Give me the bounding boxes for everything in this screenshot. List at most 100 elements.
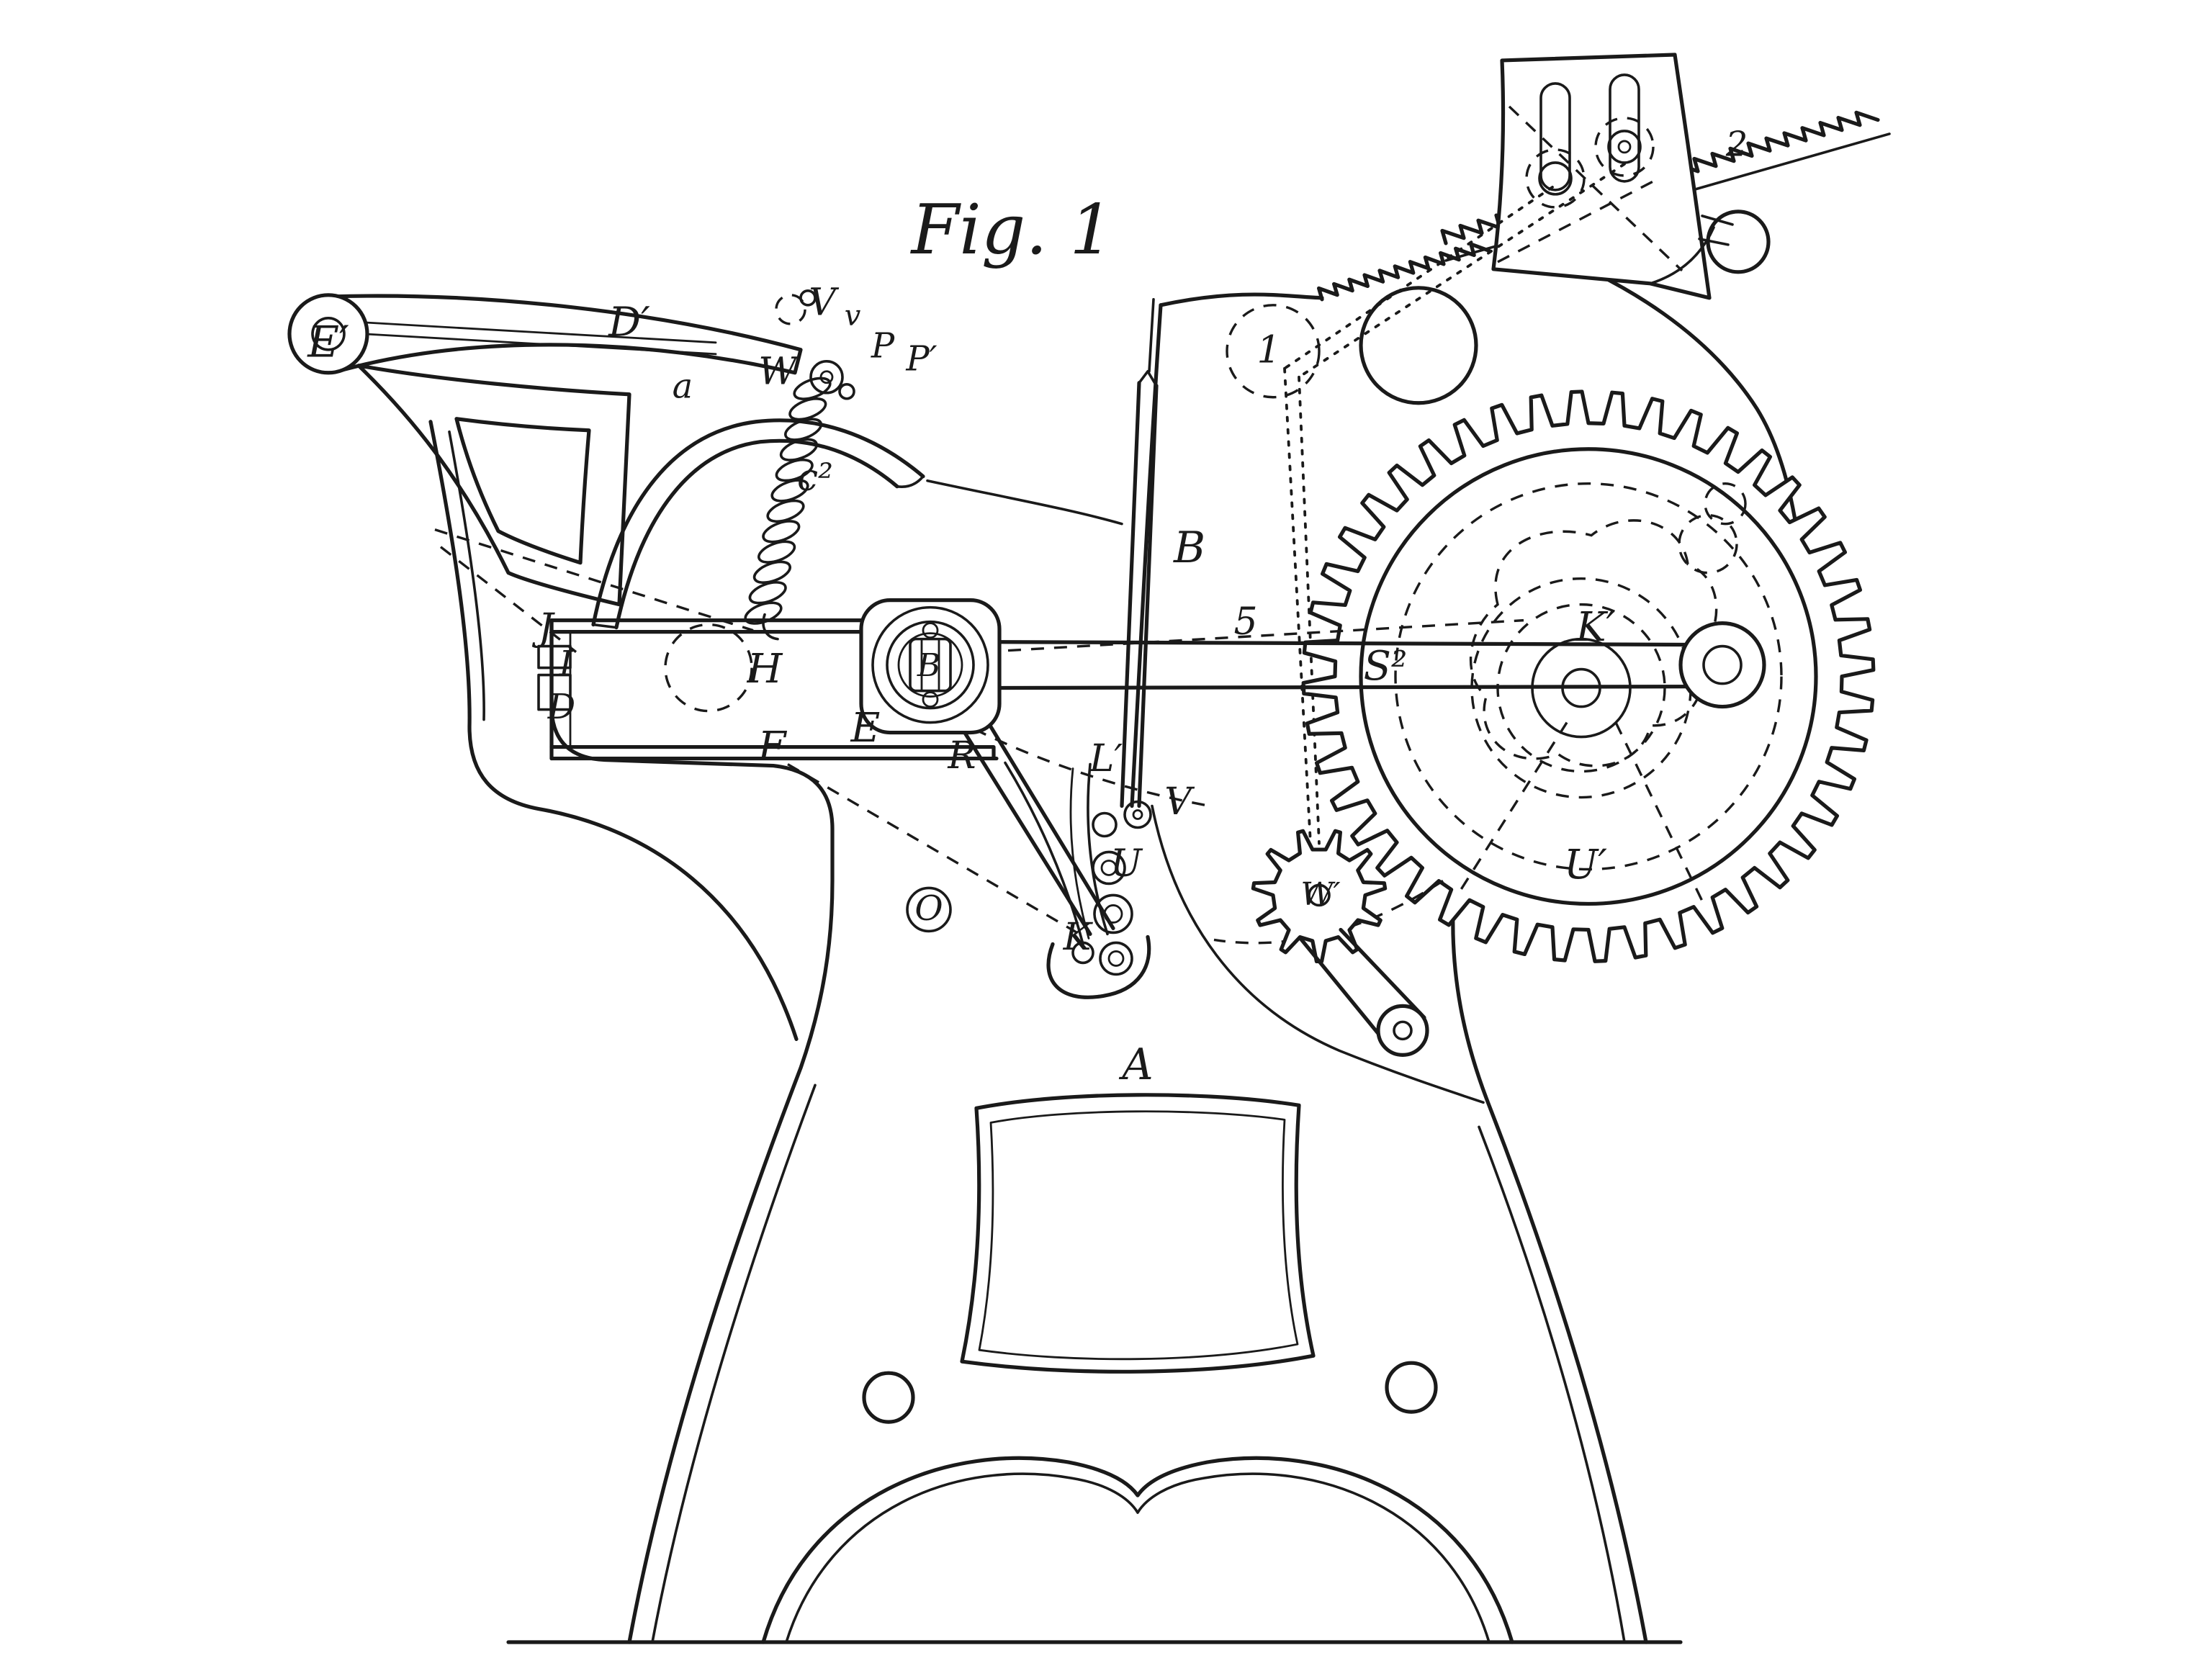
lever-arm	[859, 598, 1766, 735]
triangle-frame-cutout	[454, 417, 591, 565]
plate-dashed-2	[1497, 180, 1654, 263]
pulley-1-dashed	[1226, 304, 1321, 399]
center-cutout-inner	[978, 1110, 1299, 1361]
cord-2	[1298, 163, 1626, 379]
slot-circle-right-dashed	[1594, 117, 1655, 177]
link-pin-3-inner	[1103, 904, 1123, 924]
arch-outer	[591, 418, 925, 627]
arch-tip	[592, 474, 925, 629]
label-e-prime: E′	[307, 317, 349, 367]
hub-circle-2	[886, 620, 975, 710]
link-bottom-hook	[1046, 934, 1151, 999]
frame-edge-mid	[1004, 761, 1084, 946]
dashed-4	[1007, 618, 1524, 652]
triangle-frame-outer	[356, 364, 631, 607]
link-pin-1	[1092, 811, 1118, 838]
spring-coil	[784, 418, 823, 441]
plate-b-left	[1120, 381, 1141, 808]
link-pin-2	[1092, 850, 1126, 886]
pin-w-outer	[809, 359, 844, 395]
stand-hole-left	[862, 1371, 915, 1424]
cam-k-prime	[1469, 519, 1718, 767]
plate-b-tip	[1138, 298, 1158, 387]
right-leg-outer	[1449, 803, 1648, 1644]
cord-1	[1283, 185, 1554, 370]
pin-v-small	[799, 289, 817, 307]
gear-rim	[1359, 447, 1818, 906]
label-w: W	[758, 350, 799, 393]
slot-circle-left	[1538, 161, 1573, 196]
label-o: O	[914, 888, 943, 929]
label-num-2: 2	[1725, 124, 1748, 164]
center-cutout-outer	[960, 1093, 1316, 1374]
spring-hook	[762, 613, 779, 641]
bed-bracket-i	[537, 644, 572, 670]
left-leg-outer	[549, 618, 835, 1644]
link-mechanism	[960, 717, 1152, 999]
machine-stand	[428, 420, 1648, 1644]
label-b-plate: B	[1173, 523, 1205, 573]
label-a-frame: A	[1118, 1040, 1153, 1090]
label-u: U	[1110, 842, 1143, 886]
link-curve-l2	[1069, 767, 1090, 940]
construction-dashed	[434, 528, 1704, 945]
dashed-5	[1213, 880, 1444, 945]
arm-rails	[361, 321, 717, 356]
slot-circle-right-center	[1617, 140, 1632, 154]
crank-pin-inner	[1702, 644, 1743, 685]
lever-bottom-edge	[983, 684, 1713, 690]
slot-circle-right	[1607, 130, 1642, 164]
plate-slot-left	[1539, 82, 1571, 192]
label-d: D	[547, 687, 575, 727]
sprocket-link-bars	[1298, 927, 1426, 1042]
label-c-2: c²	[797, 456, 833, 500]
link-pin-4	[1099, 941, 1133, 976]
label-f: F	[757, 724, 788, 770]
spring-coil	[779, 438, 818, 461]
cord-3	[1283, 366, 1312, 845]
body-left-edge	[1130, 303, 1163, 808]
link-pin-3	[1093, 893, 1133, 934]
sprocket-teeth	[1251, 829, 1388, 964]
spring-coil	[744, 601, 783, 625]
spring-coil	[788, 397, 827, 421]
label-w-prime: W′	[1300, 876, 1340, 913]
bed-bracket-d	[537, 673, 572, 711]
lever-top-edge	[983, 640, 1713, 647]
label-i: I	[559, 644, 574, 684]
label-d-prime: D′	[608, 299, 650, 346]
spring-coil	[757, 540, 796, 564]
arm-outline	[332, 294, 803, 375]
pivot-e-outer	[287, 293, 369, 375]
label-e: E	[850, 705, 881, 752]
frame-edge-right	[1151, 804, 1485, 1104]
link-rod	[960, 717, 1115, 937]
roller-circle	[1359, 286, 1478, 405]
label-u-prime: U′	[1564, 842, 1607, 888]
bed-table	[537, 618, 999, 761]
sprocket-assembly	[1251, 829, 1429, 1057]
hub-bolt-lines	[920, 638, 940, 692]
large-gear	[1301, 389, 1876, 963]
right-leg-inner	[1478, 1125, 1626, 1644]
spring-group	[744, 377, 832, 625]
cord-4	[1298, 375, 1321, 845]
dashed-1	[434, 528, 754, 632]
stand-hole-right	[1385, 1361, 1438, 1414]
arch-inner	[614, 438, 899, 630]
link-pin-v	[1123, 800, 1152, 829]
spring-coil	[748, 581, 787, 605]
band-to-plate	[926, 479, 1123, 526]
link-pin-2-inner	[1100, 860, 1118, 876]
hub-circle-1	[871, 605, 989, 724]
gear-pitch-circle	[1394, 482, 1783, 871]
spring-coil	[762, 520, 801, 544]
label-h: H	[747, 646, 783, 693]
label-p: P	[871, 325, 895, 366]
label-k-prime: K′	[1575, 604, 1616, 651]
label-v-top: V	[809, 281, 839, 324]
body-top-edge	[1159, 292, 1324, 307]
top-plate-assembly	[1440, 53, 1891, 300]
